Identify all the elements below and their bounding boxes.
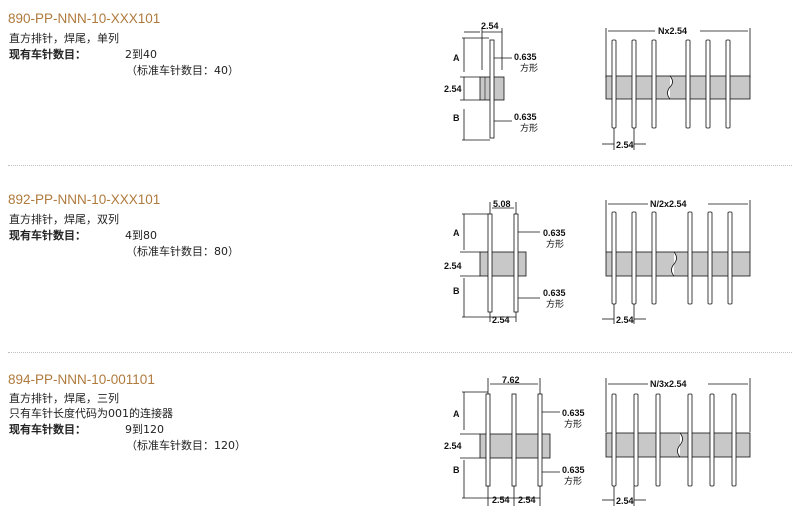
pin-count-row: 现有车针数目： 2到40 [9, 46, 157, 62]
dim-width-text: 7.62 [502, 375, 520, 385]
front-view-drawing: N/2x2.54 2.54 [602, 199, 751, 325]
dim-total-text: N/3x2.54 [650, 379, 687, 389]
dim-total-text: N/2x2.54 [650, 199, 687, 209]
section-divider [8, 352, 792, 353]
square-word-bottom: 方形 [520, 122, 538, 134]
side-view-drawing: 5.08 A B 2.54 0.635 方形 0.635 方形 2.54 [444, 199, 566, 325]
square-size-bottom: 0.635 [514, 112, 537, 122]
square-size-top: 0.635 [562, 408, 585, 418]
side-view-drawing: 7.62 A B 2.54 0.635 方形 0.635 方形 2.54 2.5… [444, 375, 585, 506]
square-size-top: 0.635 [514, 52, 537, 62]
dim-body-text: 2.54 [444, 441, 462, 451]
dim-width-text: 2.54 [481, 21, 499, 31]
standard-pin-count: （标准车针数目：80） [126, 245, 239, 258]
square-word-bottom: 方形 [564, 475, 582, 487]
pin-count-label: 现有车针数目： [9, 229, 86, 242]
section-divider [8, 165, 792, 166]
dim-total-text: Nx2.54 [658, 26, 687, 36]
dim-row-text: 2.54 [492, 315, 510, 325]
square-size-top: 0.635 [543, 228, 566, 238]
pin-count-value: 9到120 [125, 423, 164, 436]
part-number: 892-PP-NNN-10-XXX101 [8, 192, 161, 207]
label-b: B [453, 465, 460, 475]
square-word-top: 方形 [546, 238, 564, 250]
standard-pin-count: （标准车针数目：40） [126, 64, 239, 77]
label-a: A [453, 53, 460, 63]
side-view-drawing: 2.54 A B 2.54 0.635 方形 0.635 方形 [444, 21, 538, 141]
dim-pitch-text: 2.54 [616, 315, 634, 325]
standard-pin-count: （标准车针数目：120） [126, 439, 246, 452]
front-view-drawing: Nx2.54 2.54 [602, 26, 751, 150]
front-view-drawing: N/3x2.54 2.54 [602, 378, 751, 506]
product-description: 直方排针，焊尾，双列 [9, 213, 119, 226]
dim-body-text: 2.54 [444, 84, 462, 94]
pin-count-row: 现有车针数目： 9到120 [9, 421, 164, 437]
pin-count-row: 现有车针数目： 4到80 [9, 227, 157, 243]
dim-pitch-text: 2.54 [616, 140, 634, 150]
product-restriction-note: 只有车针长度代码为001的连接器 [9, 407, 173, 420]
dim-width-text: 5.08 [493, 199, 511, 209]
product-description: 直方排针，焊尾，单列 [9, 32, 119, 45]
square-word-top: 方形 [520, 62, 538, 74]
label-b: B [453, 113, 460, 123]
pin-count-value: 4到80 [125, 229, 157, 242]
label-a: A [453, 409, 460, 419]
part-number: 890-PP-NNN-10-XXX101 [8, 11, 161, 26]
square-size-bottom: 0.635 [543, 288, 566, 298]
pin-count-value: 2到40 [125, 48, 157, 61]
part-number: 894-PP-NNN-10-001101 [8, 372, 155, 387]
product-description: 直方排针，焊尾，三列 [9, 392, 119, 405]
dim-body-text: 2.54 [444, 261, 462, 271]
square-word-top: 方形 [564, 418, 582, 430]
square-word-bottom: 方形 [546, 298, 564, 310]
dim-row2-text: 2.54 [518, 495, 536, 505]
dim-pitch-text: 2.54 [616, 496, 634, 506]
label-a: A [453, 228, 460, 238]
pin-count-label: 现有车针数目： [9, 423, 86, 436]
dim-row-text: 2.54 [492, 495, 510, 505]
label-b: B [453, 286, 460, 296]
pin-count-label: 现有车针数目： [9, 48, 86, 61]
square-size-bottom: 0.635 [562, 465, 585, 475]
